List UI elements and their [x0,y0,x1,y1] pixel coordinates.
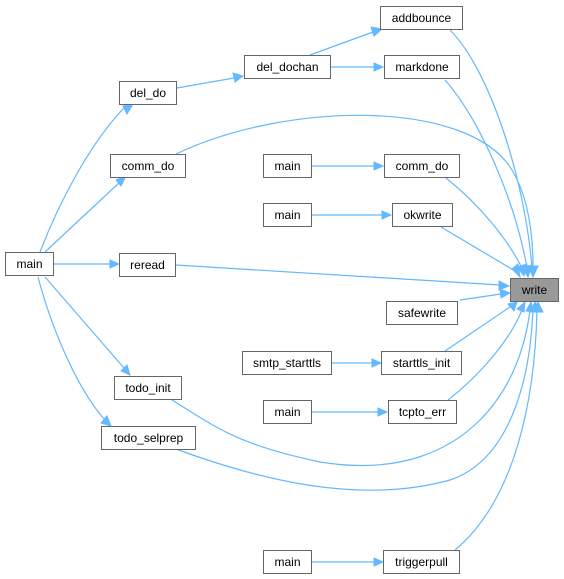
node-main-comm_do[interactable]: main [263,154,312,178]
node-markdone[interactable]: markdone [384,55,460,79]
edge-okwrite-to-write [440,226,516,272]
edge-main-to-todo_selprep [37,276,112,427]
edge-del_dochan-to-markdone [331,62,385,72]
node-main-okwrite[interactable]: main [263,203,312,227]
node-main-tcpto_err[interactable]: main [263,400,312,424]
node-todo_init[interactable]: todo_init [114,376,182,400]
edge-comm_do-right-to-write [445,177,523,269]
node-del_dochan[interactable]: del_dochan [244,55,331,79]
node-todo_selprep[interactable]: todo_selprep [101,426,196,450]
edge-main-to-todo_init [44,276,131,376]
node-main-triggerpull[interactable]: main [263,550,312,574]
edge-comm_do-left-to-write [175,114,534,269]
node-addbounce[interactable]: addbounce [380,6,463,30]
edge-safewrite-to-write [459,293,502,301]
node-okwrite[interactable]: okwrite [392,203,453,227]
node-comm_do-left[interactable]: comm_do [110,154,186,178]
edge-del_do-to-del_dochan [176,72,245,89]
edge-todo_selprep-to-write [175,309,534,491]
edge-del_dochan-to-addbounce [309,26,384,56]
edge-tcpto_err-to-write [447,309,523,401]
node-starttls_init[interactable]: starttls_init [381,351,462,375]
node-main-root[interactable]: main [5,252,54,276]
edge-main-to-comm_do-right [312,161,385,171]
edge-reread-to-write [175,264,501,286]
node-triggerpull[interactable]: triggerpull [383,550,460,574]
node-safewrite[interactable]: safewrite [386,301,458,325]
edge-smtp_starttls-to-starttls_init [332,358,383,368]
edge-markdone-to-write [444,79,528,269]
edge-addbounce-to-write [449,29,533,269]
edge-todo_init-to-write [171,309,531,467]
node-comm_do-right[interactable]: comm_do [384,154,460,178]
node-del_do[interactable]: del_do [119,81,177,105]
edge-main-to-okwrite [312,210,393,220]
edge-triggerpull-to-write [454,309,538,551]
node-smtp_starttls[interactable]: smtp_starttls [242,351,332,375]
edge-main-to-comm_do [44,175,128,253]
node-tcpto_err[interactable]: tcpto_err [388,400,457,424]
node-reread[interactable]: reread [119,253,176,277]
node-write: write [510,278,559,302]
edge-main-to-reread [54,259,121,269]
edge-main-to-triggerpull [312,557,385,567]
edge-starttls_init-to-write [444,306,511,352]
edge-main-to-tcpto_err [312,407,389,417]
edge-main-to-del_do [39,103,135,253]
arrowheads-write [498,263,544,313]
